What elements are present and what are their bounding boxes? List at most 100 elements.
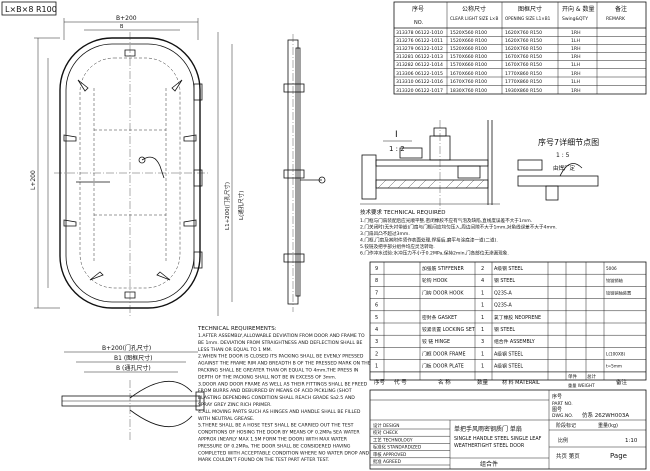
part-material: 氯丁橡胶 NEOPRENE <box>494 314 541 321</box>
parts-h-material: 材 料 MATERAIL <box>502 379 540 386</box>
part-name: 铰 链 HINGE <box>422 338 450 345</box>
notes-en-line: 4.ALL MOVING PARTS SUCH AS HINGES AND HA… <box>198 409 361 415</box>
plan-view: B+200(门孔尺寸) B1 (图框尺寸) B (通孔尺寸) <box>61 344 205 440</box>
part-no: 8 <box>375 278 378 284</box>
size-cell: 1520X660 R100 <box>450 38 487 44</box>
tb-role: 校对 CHECK <box>373 429 398 436</box>
notes-en-line: 1.AFTER ASSEMBLY,ALLOWABLE DEVIATION FRO… <box>198 333 365 339</box>
notes-en-line: APPROX (NEARLY MAX 1.5M FORM THE DOOR) W… <box>198 437 348 443</box>
part-note: 铰链销轴 <box>606 277 623 284</box>
part-material: 钢 STEEL <box>494 326 515 333</box>
size-cell: 313306 06122-1015 <box>396 71 443 77</box>
size-h-en-4: REMARK <box>606 16 626 22</box>
size-cell: 1RH <box>571 71 581 77</box>
svg-text:DWG.NO.: DWG.NO. <box>552 413 573 419</box>
front-height-dim: L+200 <box>30 170 37 190</box>
part-qty: 1 <box>481 327 484 333</box>
part-qty: 1 <box>481 364 484 370</box>
notes-cn-line: 4.门框,门扇及其附件须作表面处理,焊接后,磨平与涂底漆一道(二道). <box>360 237 498 244</box>
size-cell: 1570X660 R100 <box>450 62 487 68</box>
part-material: A级钢 STEEL <box>494 265 523 272</box>
part-qty: 1 <box>481 315 484 321</box>
size-cell: 1RH <box>571 46 581 52</box>
tb-scale-value: 1:10 <box>625 438 638 444</box>
notes-cn-line: 6.门作冲水试验:水冲压力不小于0.2MPa,保持2min,门各部位无渗漏现象. <box>360 250 509 257</box>
part-material: Q235-A <box>494 290 513 296</box>
size-cell: 1570X660 R100 <box>450 54 487 60</box>
detail-scale: 1 : 5 <box>556 152 570 159</box>
side-l-dim: L(通孔尺寸) <box>237 191 245 220</box>
size-cell: 1620X760 R150 <box>505 30 542 36</box>
detail-title: 序号7详细节点图 <box>538 137 599 147</box>
part-qty: 4 <box>481 278 484 284</box>
svg-text:PART NO.: PART NO. <box>552 401 573 407</box>
size-cell: 1670X760 R150 <box>505 62 542 68</box>
size-cell: 1930X860 R150 <box>505 88 542 94</box>
part-no: 7 <box>375 290 378 296</box>
tb-role: 工艺 TECHNOLOGY <box>373 437 413 443</box>
part-name: 门框 DOOR FRAME <box>422 350 466 357</box>
tb-stage: 阶段标记 <box>556 422 576 429</box>
tb-title-en1: SINGLE HANDLE STEEL SINGLE LEAF <box>454 436 542 442</box>
part-no: 6 <box>375 303 378 309</box>
notes-en-line: LESS THAN OR EQUAL TO 1 MM. <box>198 347 272 353</box>
notes-en-line: MARK COULDN'T FOUND ON THE TEST PART AFT… <box>198 457 329 463</box>
part-material: Q235-A <box>494 303 513 309</box>
part-no: 1 <box>375 364 378 370</box>
part-name: 加强筋 STIFFENER <box>422 265 464 272</box>
size-cell: 1620X760 R150 <box>505 38 542 44</box>
parts-h-remark: 备注 <box>616 378 628 386</box>
notes-en-line: BLASTING DEPENDING CONDITION SHALL REACH… <box>198 395 355 401</box>
notes-cn-line: 1.门框与门扇装配后应光顺平整,密闭橡胶不应有气泡及缺陷,直线度误差不大于1mm… <box>360 217 532 224</box>
size-cell: 313281 06122-1013 <box>396 54 443 60</box>
parts-h-qty: 数量 <box>477 378 489 386</box>
size-cell: 1RH <box>571 88 581 94</box>
front-view: B+200 B <box>30 15 208 316</box>
part-no: 9 <box>375 266 378 272</box>
notes-en-line: 5.THERE SHALL BE A HOSE TEST SHALL BE CA… <box>198 423 354 429</box>
size-cell: 1RH <box>571 30 581 36</box>
size-cell: 1LH <box>571 79 580 85</box>
detail-note: 由焊厂定 <box>553 164 576 172</box>
part-name: 密封条 GASKET <box>422 314 457 321</box>
part-material: 钢 STEEL <box>494 277 515 284</box>
tb-part-no: 序号 <box>552 393 562 400</box>
notes-en-line: PACKING SHALL BE GREATER THAN OR EQUAL T… <box>198 368 358 374</box>
side-view: L1+200(门孔尺寸) L(通孔尺寸) <box>217 32 326 316</box>
tb-scale-label: 比例 <box>558 437 568 444</box>
notes-cn-title: 技术要求 TECHNICAL REQUIRED <box>360 208 446 216</box>
notes-en-title: TECHNICAL REQUIREMENTS: <box>197 326 277 332</box>
notes-en: TECHNICAL REQUIREMENTS: 1.AFTER ASSEMBLY… <box>197 326 371 463</box>
size-cell: 1RH <box>571 54 581 60</box>
part-name: 门板 DOOR PLATE <box>422 363 464 370</box>
section-label: I <box>395 130 398 140</box>
parts-h-code: 代 号 <box>394 378 407 386</box>
part-no: 3 <box>375 339 378 345</box>
part-note: 5006 <box>606 266 617 271</box>
size-h-en-1: CLEAR LIGHT SIZE L×B <box>450 16 498 21</box>
tb-title-cn: 单把手风雨密钢质门 单扇 <box>454 425 522 433</box>
notes-cn-line: 3.门扇凹凸不超过3mm. <box>360 230 410 237</box>
tb-role: 标准化 STANDARDIZED <box>373 444 422 451</box>
size-cell: 1830X760 R100 <box>450 88 487 94</box>
size-h-cn-4: 备注 <box>615 5 627 13</box>
size-cell: 1LH <box>571 38 580 44</box>
size-h-en-0: NO. <box>414 20 423 26</box>
detail-7: 序号7详细节点图 1 : 5 由焊厂定 <box>517 137 599 201</box>
parts-h-total: 总计 <box>587 373 596 380</box>
size-h-cn-1: 公称尺寸 <box>462 5 486 13</box>
notes-en-line: BE 1mm. DEVIATION FROM STRAIGHTNESS AND … <box>198 340 362 346</box>
notes-en-line: CONDITIONS OF HOSING THE DOOR BY MEANS O… <box>198 430 360 436</box>
size-cell: 1670X660 R100 <box>450 71 487 77</box>
size-cell: 313310 06122-1016 <box>396 79 443 85</box>
notes-en-line: COMPLETED WITH ACCEPTABLE CONDITION WHER… <box>198 450 370 456</box>
size-h-cn-3: 开向 & 数量 <box>562 5 595 13</box>
tb-role: 设计 DESIGN <box>373 422 400 429</box>
size-cell: 1670X760 R100 <box>450 79 487 85</box>
parts-h-name: 名 称 <box>438 378 451 386</box>
notes-en-line: FROM BURRS AND DEBURRED BY MEANS OF ACID… <box>198 388 352 394</box>
part-no: 4 <box>375 327 378 333</box>
part-qty: 1 <box>481 303 484 309</box>
